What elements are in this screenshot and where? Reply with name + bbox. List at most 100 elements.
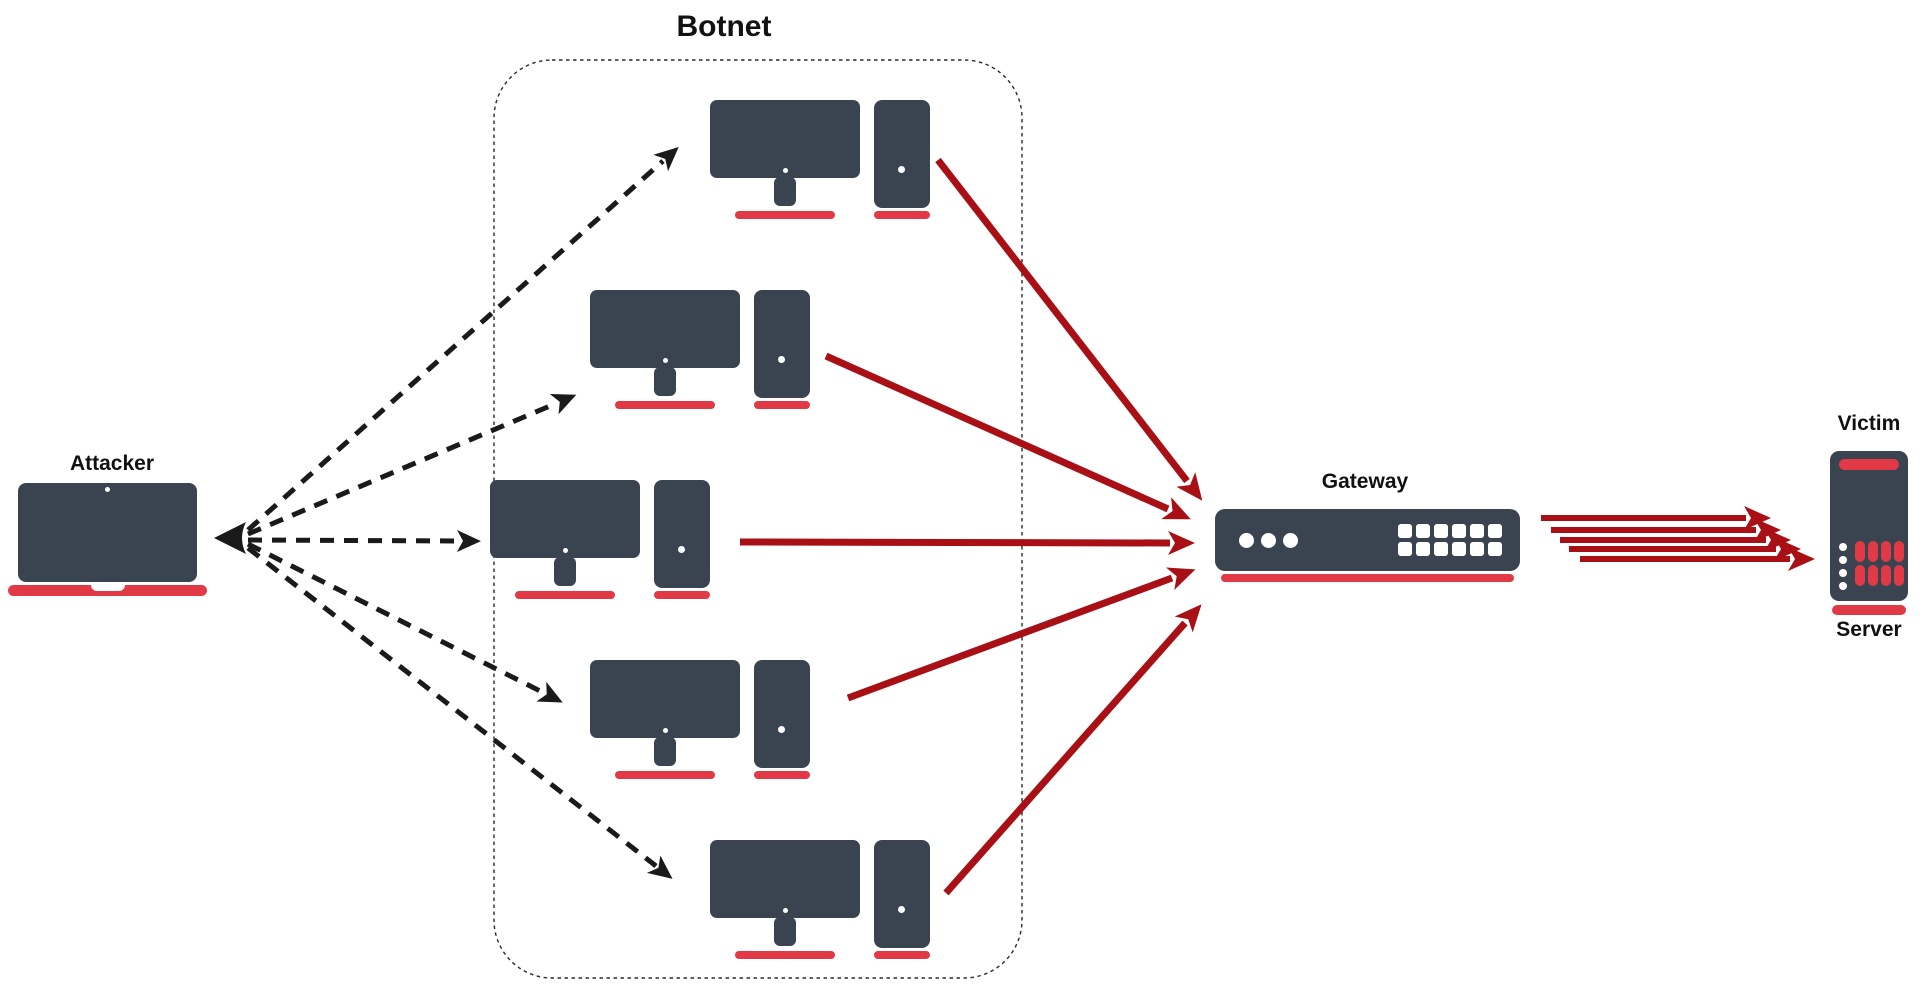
monitor-icon [710, 100, 860, 178]
gateway-port [1434, 542, 1448, 556]
monitor-base-bar [735, 951, 835, 959]
gateway-port-grid [1398, 524, 1502, 556]
server-drive-slot [1894, 565, 1904, 586]
tower-dot-icon [678, 546, 685, 553]
gateway-port [1470, 524, 1484, 538]
attacker-laptop-icon [18, 483, 197, 582]
gateway-port [1398, 524, 1412, 538]
server-drive-slot [1855, 565, 1865, 586]
gateway-port [1398, 542, 1412, 556]
gateway-label: Gateway [1321, 470, 1409, 493]
server-light [1839, 569, 1847, 577]
victim-server-icon [1830, 451, 1908, 601]
gateway-light [1261, 532, 1276, 548]
victim-label: Victim [1837, 412, 1901, 435]
bot-attack-arrows [739, 157, 1203, 896]
tower-base-bar [874, 951, 930, 959]
tower-icon [874, 840, 930, 948]
botnet-label: Botnet [676, 10, 772, 43]
monitor-icon [590, 660, 740, 738]
monitor-dot-icon [562, 548, 568, 553]
tower-dot-icon [778, 726, 785, 733]
monitor-stand [654, 737, 676, 766]
gateway-port [1488, 524, 1502, 538]
bot-workstation-4 [590, 660, 810, 780]
monitor-base-bar [615, 401, 715, 409]
tower-base-bar [654, 591, 710, 599]
monitor-stand [774, 917, 796, 946]
attacker-laptop-base [8, 585, 207, 596]
server-drive-slot [1881, 541, 1891, 562]
tower-icon [754, 290, 810, 398]
monitor-icon [710, 840, 860, 918]
tower-dot-icon [778, 356, 785, 363]
gateway-port [1452, 524, 1466, 538]
attacker-command-arrows [246, 147, 679, 879]
tower-icon [874, 100, 930, 208]
tower-base-bar [754, 401, 810, 409]
server-top-bar [1839, 459, 1899, 470]
flood-arrows [1541, 506, 1815, 571]
monitor-icon [590, 290, 740, 368]
tower-base-bar [874, 211, 930, 219]
server-drive-slots [1855, 541, 1904, 586]
gateway-port [1452, 542, 1466, 556]
server-base-bar [1832, 605, 1906, 615]
monitor-base-bar [735, 211, 835, 219]
server-drive-slot [1868, 541, 1878, 562]
monitor-base-bar [615, 771, 715, 779]
bot-workstation-2 [590, 290, 810, 410]
laptop-notch [91, 585, 125, 591]
tower-icon [654, 480, 710, 588]
server-light [1839, 582, 1847, 590]
tower-dot-icon [898, 166, 905, 173]
bot1-to-gateway-arrow [935, 157, 1203, 501]
attacker-to-bot2-arrow [247, 394, 577, 537]
monitor-stand [654, 367, 676, 396]
server-drive-slot [1881, 565, 1891, 586]
monitor-dot-icon [662, 728, 668, 733]
tower-base-bar [754, 771, 810, 779]
gateway-port [1470, 542, 1484, 556]
tower-dot-icon [898, 906, 905, 913]
monitor-dot-icon [662, 358, 668, 363]
monitor-base-bar [515, 591, 615, 599]
gateway-base-bar [1221, 574, 1514, 582]
attacker-to-bot3-arrow [247, 529, 481, 552]
attacker-to-bot4-arrow [246, 541, 563, 703]
server-label: Server [1836, 618, 1902, 641]
monitor-stand [774, 177, 796, 206]
gateway-port [1488, 542, 1502, 556]
bot2-to-gateway-arrow [824, 352, 1191, 520]
botnet-boundary [493, 59, 1023, 979]
gateway-light [1283, 532, 1298, 548]
bot4-to-gateway-arrow [846, 567, 1196, 702]
server-light [1839, 543, 1847, 551]
gateway-port [1434, 524, 1448, 538]
gateway-light [1239, 532, 1254, 548]
server-drive-slot [1855, 541, 1865, 562]
attacker-label: Attacker [69, 452, 155, 475]
monitor-stand [554, 557, 576, 586]
gateway-status-lights [1239, 532, 1298, 548]
monitor-dot-icon [782, 168, 788, 173]
gateway-port [1416, 524, 1430, 538]
monitor-dot-icon [782, 908, 788, 913]
bot-workstation-5 [710, 840, 930, 960]
attacker-fan-origin-arrowhead [214, 522, 246, 554]
server-drive-slot [1894, 541, 1904, 562]
attacker-to-bot1-arrow [246, 147, 679, 532]
bot3-to-gateway-arrow [739, 530, 1195, 555]
gateway-port [1416, 542, 1430, 556]
bot5-to-gateway-arrow [943, 604, 1202, 896]
monitor-icon [490, 480, 640, 558]
server-drive-slot [1868, 565, 1878, 586]
tower-icon [754, 660, 810, 768]
webcam-dot-icon [105, 487, 110, 492]
bot-workstation-3 [490, 480, 710, 600]
bot-workstation-1 [710, 100, 930, 220]
gateway-router-icon [1215, 509, 1520, 571]
server-status-lights [1839, 543, 1847, 590]
